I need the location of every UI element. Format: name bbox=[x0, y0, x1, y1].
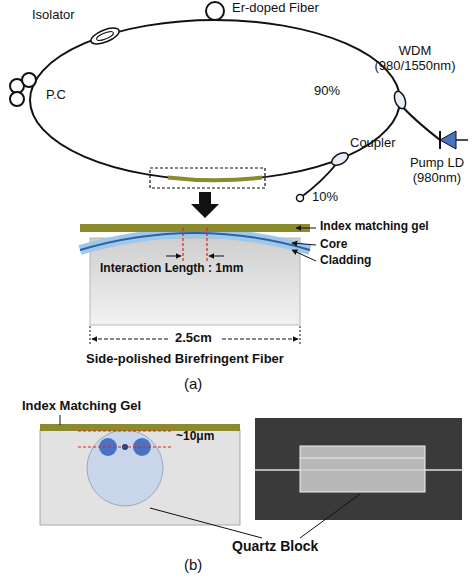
red-dashed-line bbox=[78, 446, 172, 447]
coupler-symbol bbox=[330, 150, 351, 168]
leader-arrow bbox=[292, 243, 316, 245]
text-label: 10% bbox=[312, 190, 338, 205]
polarization-controller bbox=[10, 73, 36, 106]
dimension-tick bbox=[90, 326, 91, 346]
dimension-arrow bbox=[166, 256, 181, 257]
text-label: P.C bbox=[46, 88, 66, 103]
isolator-body bbox=[89, 25, 121, 47]
fiber-cladding bbox=[80, 233, 310, 250]
diode-lead bbox=[456, 139, 468, 141]
polishing-block bbox=[90, 238, 300, 325]
photo-quartz-block bbox=[300, 446, 425, 492]
polished-section bbox=[168, 178, 262, 181]
red-dashed-line bbox=[78, 430, 172, 431]
text-label: (a) bbox=[184, 375, 202, 392]
text-label: Core bbox=[320, 238, 347, 252]
quartz-block-section bbox=[40, 430, 240, 525]
text-label: Index matching gel bbox=[320, 220, 429, 234]
dimension-arrow bbox=[222, 339, 298, 340]
fiber-ring bbox=[30, 20, 400, 180]
text-label: 90% bbox=[314, 84, 340, 99]
text-label: Side-polished Birefringent Fiber bbox=[86, 352, 284, 367]
photo-highlight bbox=[300, 458, 425, 459]
leader-line bbox=[300, 494, 360, 538]
text-label: ~10μm bbox=[176, 430, 214, 444]
isolator-inner bbox=[96, 30, 115, 42]
text-label: Quartz Block bbox=[232, 538, 318, 554]
text-label: Isolator bbox=[32, 8, 75, 23]
dimension-tick bbox=[300, 326, 301, 346]
leader-line bbox=[150, 508, 262, 538]
pc-loop bbox=[22, 73, 36, 87]
text-label: Er-doped Fiber bbox=[232, 1, 319, 16]
index-matching-gel bbox=[80, 224, 310, 232]
photo-background bbox=[255, 418, 462, 520]
wdm-symbol bbox=[392, 90, 408, 110]
text-label: Coupler bbox=[350, 136, 396, 151]
diode-triangle bbox=[440, 131, 456, 149]
laser-diode-symbol bbox=[440, 131, 468, 149]
text-label: 2.5cm bbox=[172, 331, 215, 346]
fiber-cross-section bbox=[87, 431, 163, 506]
leader-line bbox=[60, 415, 61, 425]
fiber-end bbox=[297, 195, 304, 202]
cladding-circle bbox=[87, 431, 163, 506]
diode-bar bbox=[439, 131, 441, 149]
text-label: Cladding bbox=[320, 254, 371, 268]
text-label: Pump LD (980nm) bbox=[402, 156, 472, 186]
dimension-arrow bbox=[209, 256, 224, 257]
leader-arrow bbox=[292, 250, 316, 261]
text-label: Index Matching Gel bbox=[22, 399, 141, 414]
pc-loop bbox=[10, 92, 24, 106]
dimension-arrow bbox=[92, 339, 168, 340]
fiber-coil bbox=[206, 2, 224, 20]
leader-arrow bbox=[296, 228, 316, 229]
red-dashed-line bbox=[182, 228, 183, 262]
text-label: Interaction Length : 1mm bbox=[100, 262, 243, 276]
red-dashed-line bbox=[206, 228, 207, 262]
fiber-core bbox=[80, 233, 310, 250]
dashed-box bbox=[150, 168, 265, 188]
isolator-symbol bbox=[89, 25, 121, 47]
text-label: (b) bbox=[184, 556, 202, 573]
pump-fiber bbox=[400, 104, 440, 140]
zoom-arrow bbox=[191, 192, 219, 218]
text-label: WDM (980/1550nm) bbox=[365, 44, 465, 74]
